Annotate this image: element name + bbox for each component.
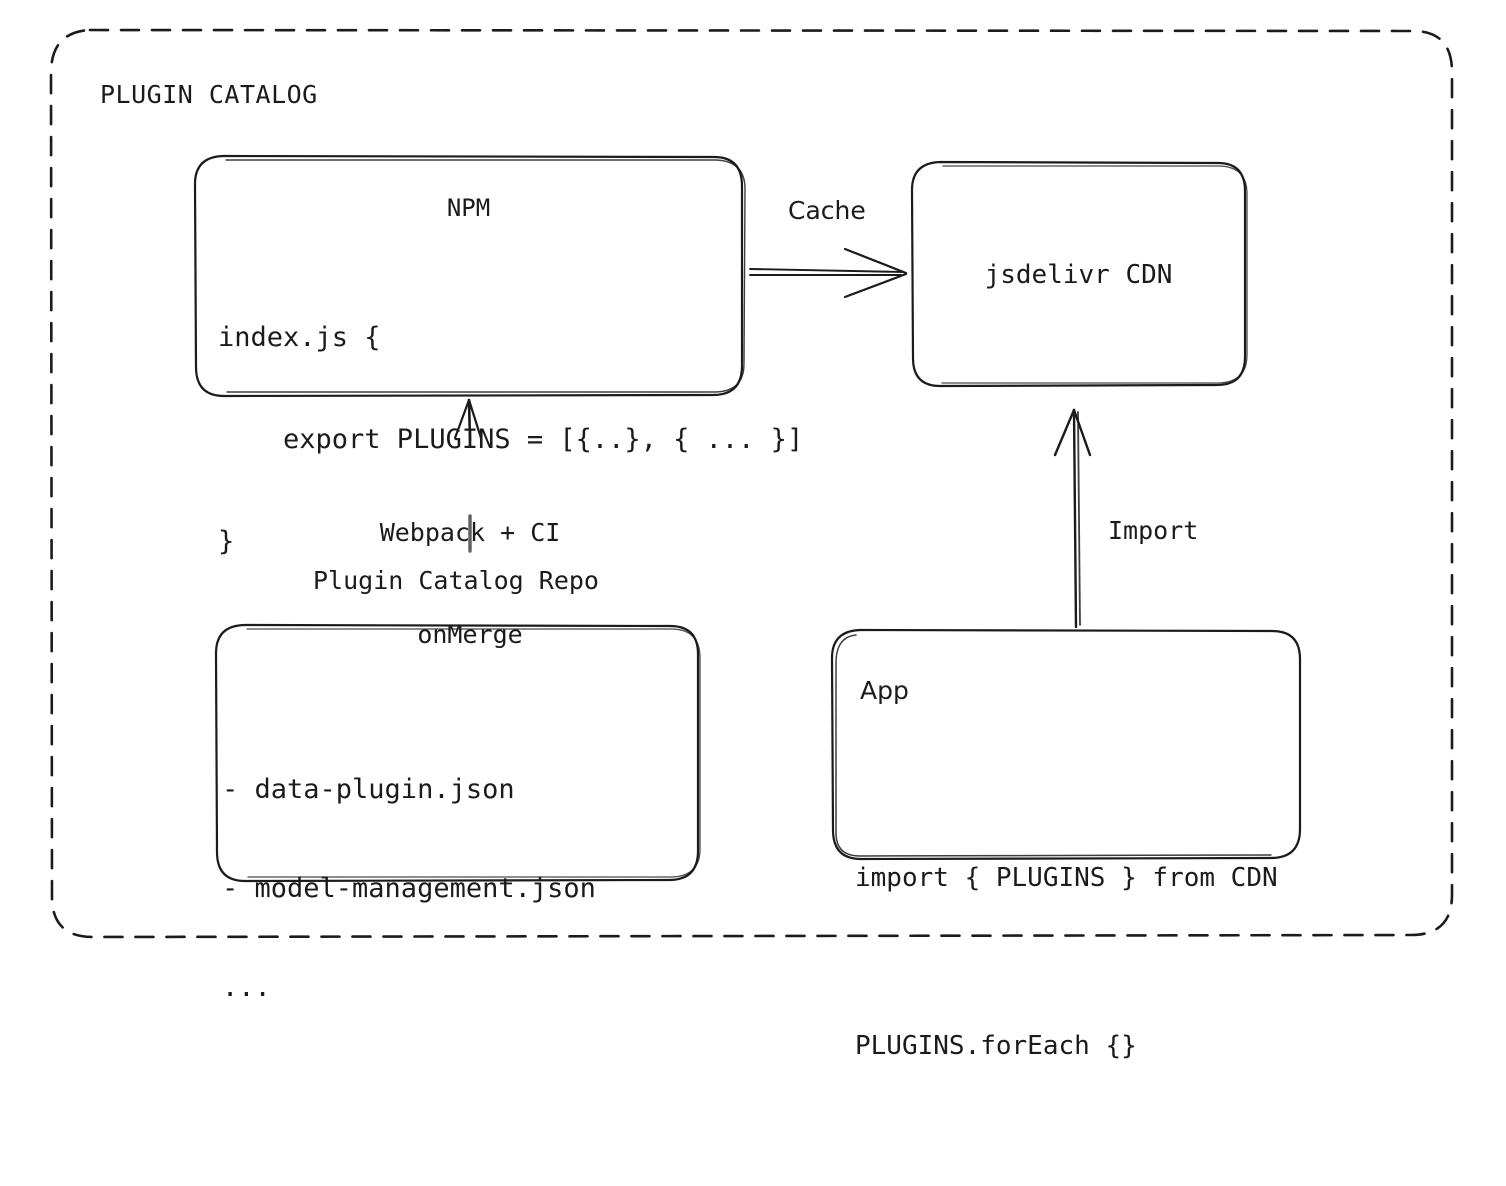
diagram-canvas: PLUGIN CATALOG NPM index.js { export PLU… [49,28,1454,1061]
npm-code-line: } [218,526,235,557]
app-code-line: PLUGINS.forEach {} [855,1031,1137,1061]
app-code-block: import { PLUGINS } from CDN PLUGINS.forE… [855,738,1278,1186]
npm-code-line: index.js { [218,322,381,353]
npm-code-block: index.js { export PLUGINS = [{..}, { ...… [218,253,803,627]
build-edge-label: Webpack + CI onMerge [330,448,610,720]
import-arrow [1053,408,1092,629]
repo-list-item: - data-plugin.json [222,774,515,805]
repo-list-item: - model-management.json [222,873,596,904]
build-edge-label-line1: Webpack + CI [379,518,561,547]
cache-edge-label: Cache [788,196,866,225]
npm-code-line: export PLUGINS = [{..}, { ... }] [218,424,804,455]
import-edge-label: Import [1108,516,1199,545]
npm-node-title: NPM [446,194,491,222]
app-node-title: App [860,676,909,705]
repo-node-caption: Plugin Catalog Repo [313,566,599,595]
build-edge-label-line2: onMerge [417,620,523,649]
page-title: PLUGIN CATALOG [100,80,318,109]
cdn-node-label: jsdelivr CDN [984,260,1173,290]
repo-file-list: - data-plugin.json - model-management.js… [222,707,596,1070]
app-code-line: import { PLUGINS } from CDN [855,863,1278,893]
repo-list-item: ... [222,972,271,1003]
